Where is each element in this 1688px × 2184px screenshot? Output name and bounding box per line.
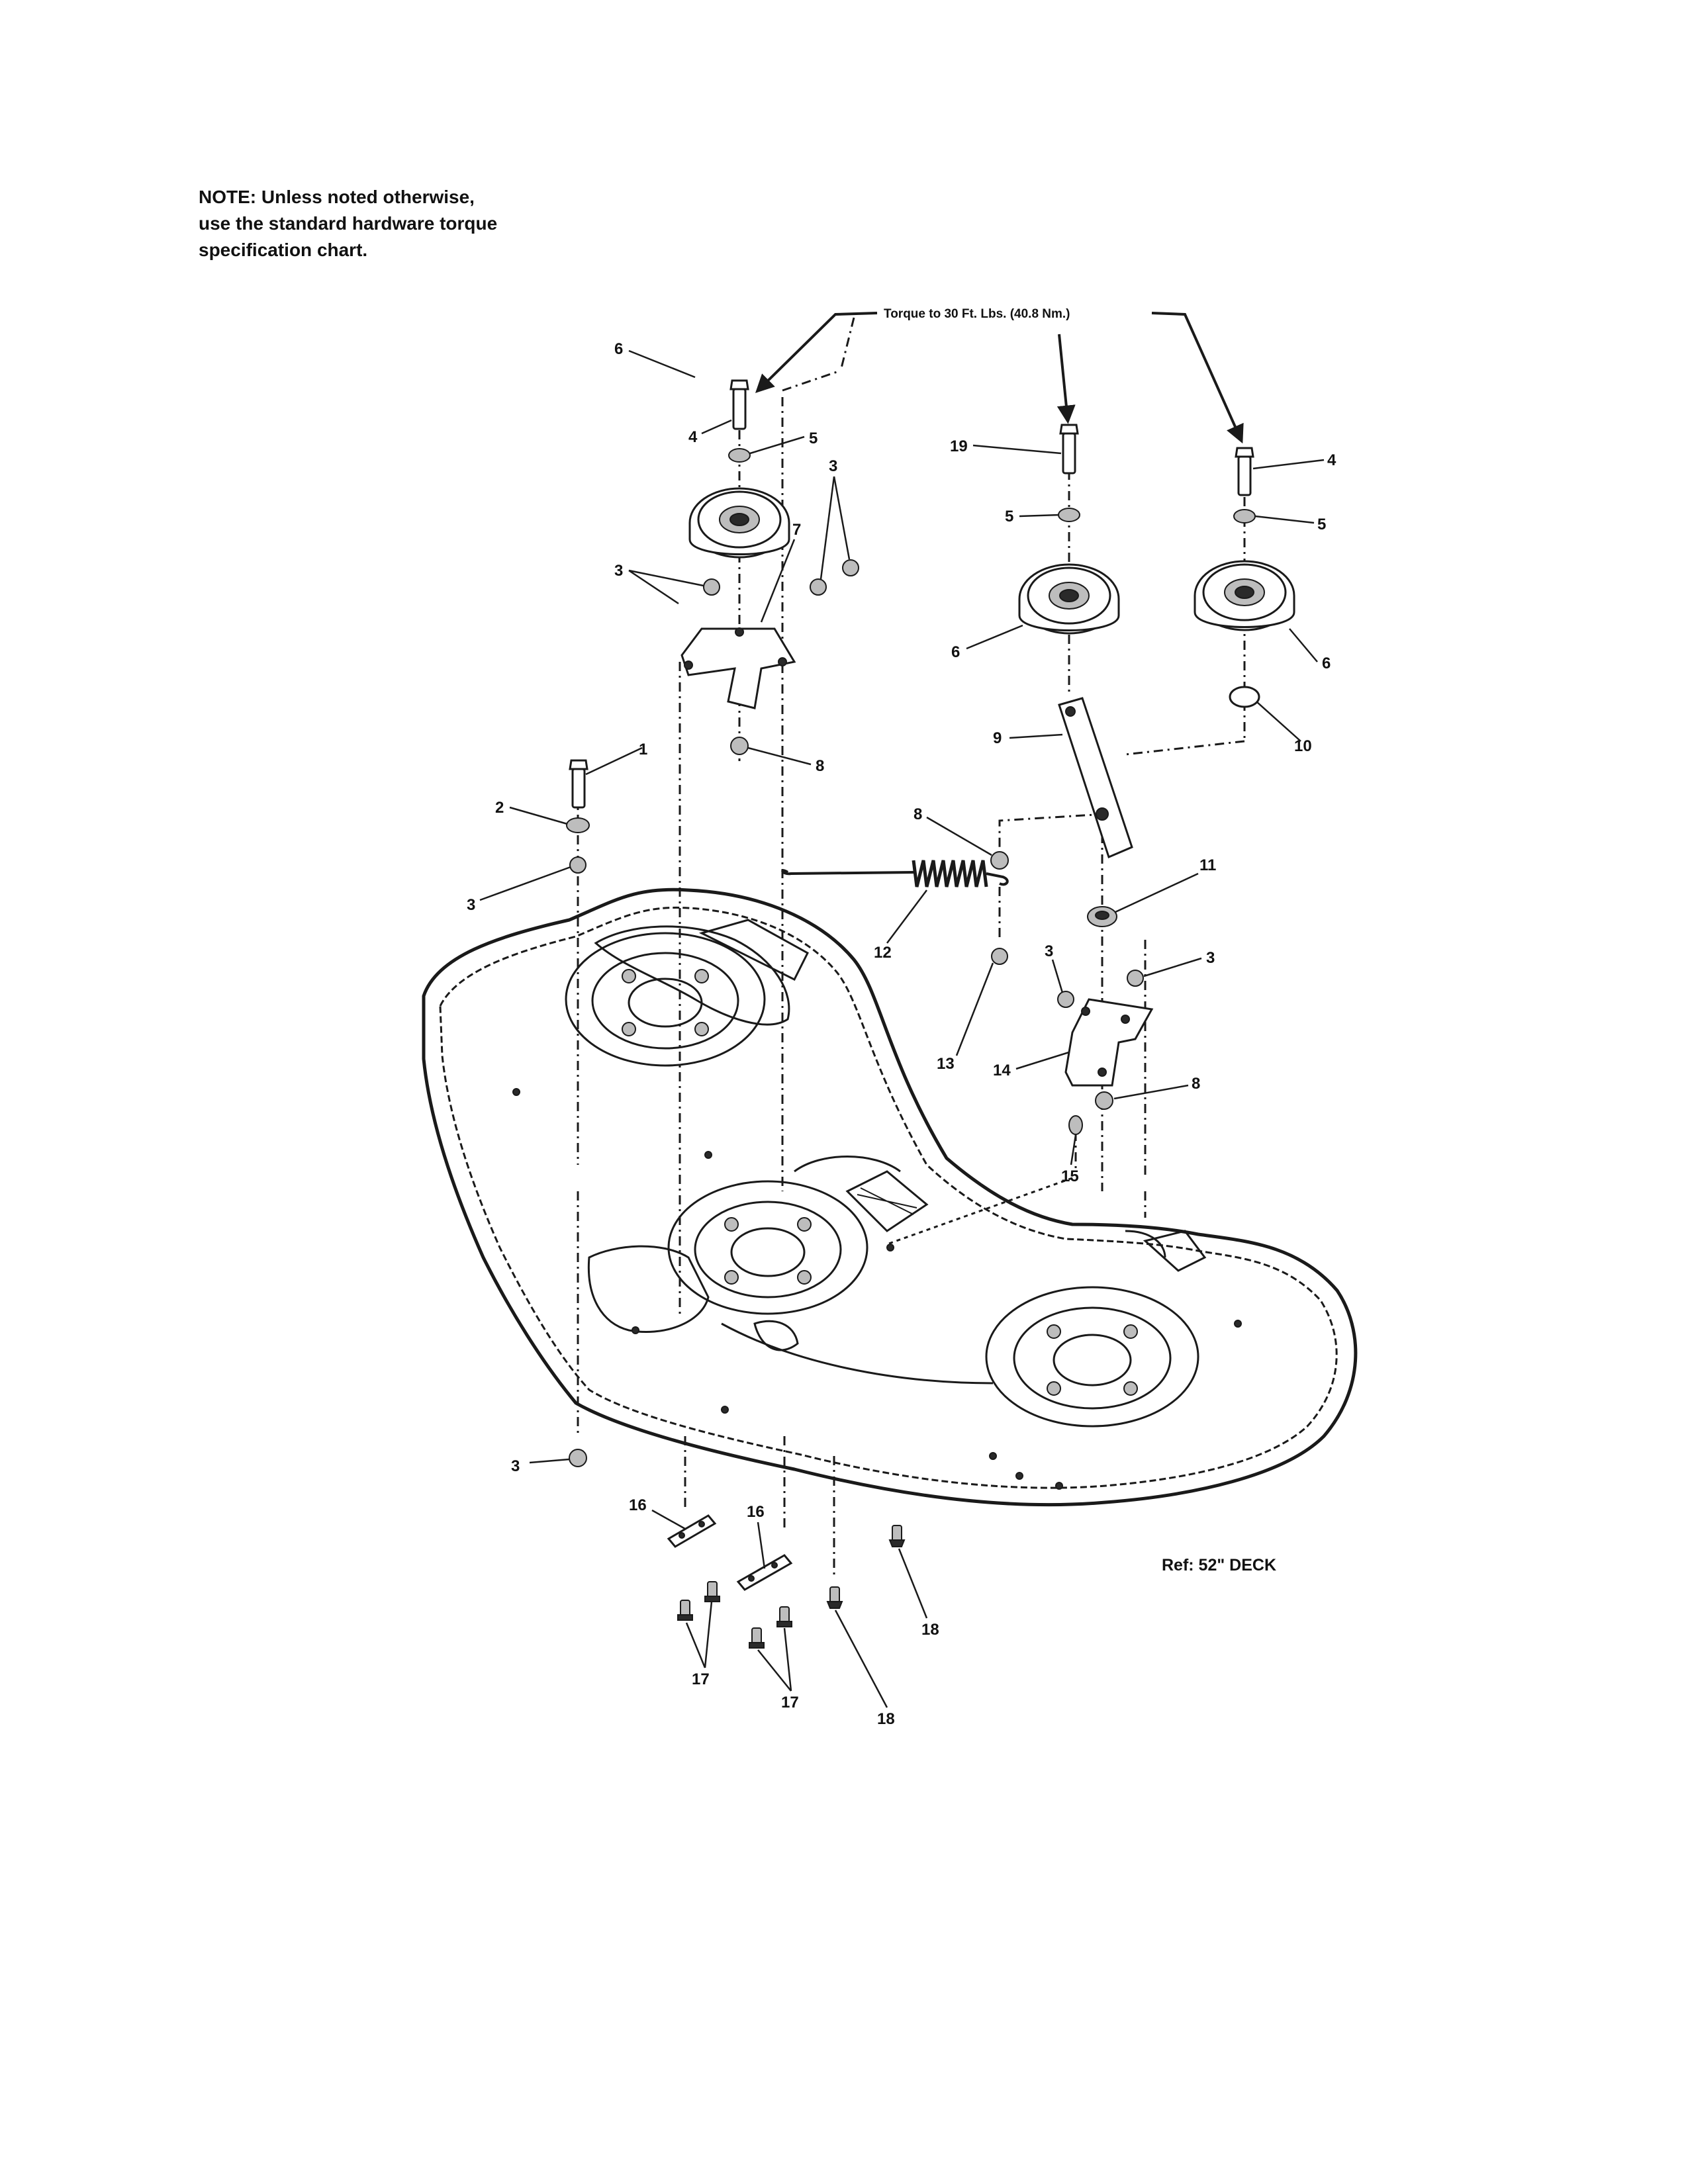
callout-15: 15	[1061, 1167, 1079, 1185]
deck-reference-label: Ref: 52" DECK	[1162, 1556, 1276, 1574]
nut-3-bracket-center	[810, 578, 827, 596]
callout-14: 14	[993, 1062, 1011, 1079]
callout-11: 11	[1199, 856, 1216, 874]
baffle-plate-16-right	[736, 1554, 793, 1591]
callout-2: 2	[495, 799, 504, 817]
torque-note: NOTE: Unless noted otherwise, use the st…	[199, 184, 622, 263]
callout-16-left: 16	[629, 1496, 647, 1514]
callout-9: 9	[993, 729, 1002, 747]
callout-3-bracket14-right: 3	[1206, 949, 1215, 967]
bolt-18-left	[826, 1586, 843, 1609]
callout-3-bracket-left: 3	[614, 562, 623, 580]
bolt-18-right	[888, 1525, 906, 1547]
callout-17-right: 17	[781, 1694, 799, 1711]
nut-15	[1068, 1115, 1083, 1135]
callout-5-left: 5	[809, 430, 818, 447]
callout-19: 19	[950, 437, 968, 455]
washer-5-center	[1058, 508, 1080, 522]
bolt-1	[569, 759, 588, 809]
nut-3-bracket-left	[703, 578, 720, 596]
nut-3-bracket14-right	[1127, 970, 1144, 987]
nut-3-left	[569, 856, 586, 874]
left-spindle-mount	[565, 932, 766, 1067]
callout-4-right: 4	[1327, 451, 1336, 469]
extension-spring-12	[781, 860, 1009, 887]
callout-8-right: 8	[1192, 1075, 1200, 1093]
idler-arm-9	[1058, 697, 1133, 859]
callout-5-center: 5	[1005, 508, 1013, 525]
mower-deck-housing	[422, 887, 1358, 1507]
right-spindle-mount	[985, 1286, 1199, 1428]
callout-8-left: 8	[816, 757, 824, 775]
nut-8-right	[1095, 1091, 1113, 1110]
bearing-11	[1087, 906, 1117, 927]
note-line-2: use the standard hardware torque	[199, 213, 498, 234]
callout-6-right: 6	[1322, 655, 1331, 672]
screw-17-d	[776, 1606, 792, 1627]
callout-labels: 4 5 6 3 3 7 8 1 2 3 19 5 6 4 5 6 10 9 8 …	[467, 340, 1336, 1728]
callout-3-bottom: 3	[511, 1457, 520, 1475]
callout-18-left: 18	[877, 1710, 895, 1728]
callout-7: 7	[792, 521, 801, 539]
assembly-lines	[577, 317, 1246, 1575]
callout-4-left: 4	[688, 428, 698, 446]
callout-3-left: 3	[467, 896, 475, 914]
bolt-4-right	[1235, 447, 1254, 496]
callout-12: 12	[874, 944, 892, 962]
nut-3-bracket14-left	[1057, 991, 1074, 1008]
callout-10: 10	[1294, 737, 1312, 755]
callout-13: 13	[937, 1055, 955, 1073]
screw-17-a	[677, 1600, 693, 1621]
note-line-3: specification chart.	[199, 240, 368, 260]
bolt-4-left	[729, 379, 749, 430]
callout-16-right: 16	[747, 1503, 765, 1521]
bolt-19	[1059, 424, 1079, 475]
torque-arrows	[755, 312, 1244, 444]
baffle-plate-16-left	[667, 1514, 717, 1548]
callout-18-right: 18	[921, 1621, 939, 1639]
leader-lines	[479, 349, 1325, 1708]
idler-pulley-6-right	[1194, 560, 1295, 631]
nut-8-left	[730, 737, 749, 755]
screw-17-c	[749, 1627, 765, 1649]
callout-8-arm: 8	[914, 805, 922, 823]
washer-5-right	[1233, 509, 1256, 523]
callout-1: 1	[639, 741, 647, 758]
nut-13	[991, 948, 1008, 965]
callout-6-left: 6	[614, 340, 623, 358]
screw-17-b	[704, 1581, 720, 1602]
callout-17-left: 17	[692, 1670, 710, 1688]
idler-bracket-7	[680, 627, 796, 709]
mounting-bracket-14	[1064, 998, 1154, 1087]
torque-callout-text: Torque to 30 Ft. Lbs. (40.8 Nm.)	[884, 307, 1070, 321]
nut-3-bottom-left	[569, 1449, 587, 1467]
washer-5-left	[728, 448, 751, 463]
nut-3-bracket-right	[842, 559, 859, 576]
washer-2	[566, 817, 590, 833]
spacer-10	[1229, 686, 1260, 708]
callout-3-bracket14-left: 3	[1045, 942, 1053, 960]
callout-6-center: 6	[951, 643, 960, 661]
callout-3-bracket-right: 3	[829, 457, 837, 475]
note-line-1: NOTE: Unless noted otherwise,	[199, 187, 475, 207]
idler-pulley-6-left	[688, 487, 790, 559]
center-spindle-mount	[667, 1180, 868, 1315]
idler-pulley-6-center	[1018, 563, 1120, 635]
nut-8-arm	[990, 851, 1009, 870]
callout-5-right: 5	[1317, 516, 1326, 533]
